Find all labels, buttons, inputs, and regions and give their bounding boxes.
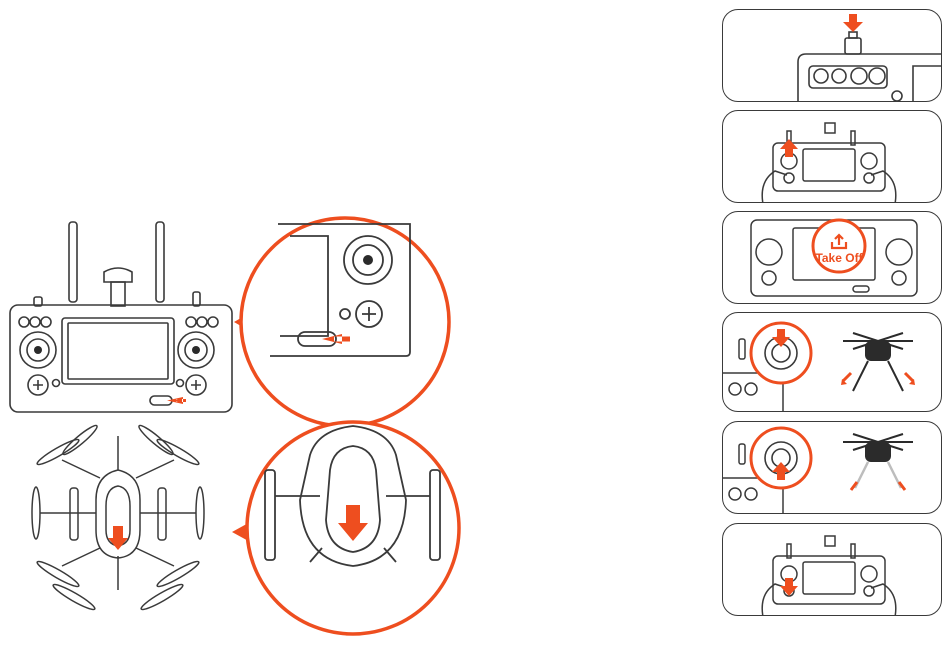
take-off-label: Take Off [815,251,863,265]
step-panel-take-off: Take Off [722,211,942,304]
controller-body [10,305,232,412]
step-panel-stick-down [722,523,942,616]
step-panel-descend [722,421,942,514]
arrow-down-icon [843,14,863,32]
controller-screen [62,318,174,384]
zoom-circle-power [241,218,449,426]
center-antenna [104,268,132,282]
arrow-up-icon [780,139,798,157]
antenna-left [69,222,77,302]
step-panel-power-button [722,9,942,102]
step-panel-ascend [722,312,942,412]
arrow-down-icon [108,526,128,550]
antenna-right [156,222,164,302]
step-panel-stick-up [722,110,942,203]
arrow-down-icon [780,578,798,596]
hexacopter-illustration [32,423,204,613]
